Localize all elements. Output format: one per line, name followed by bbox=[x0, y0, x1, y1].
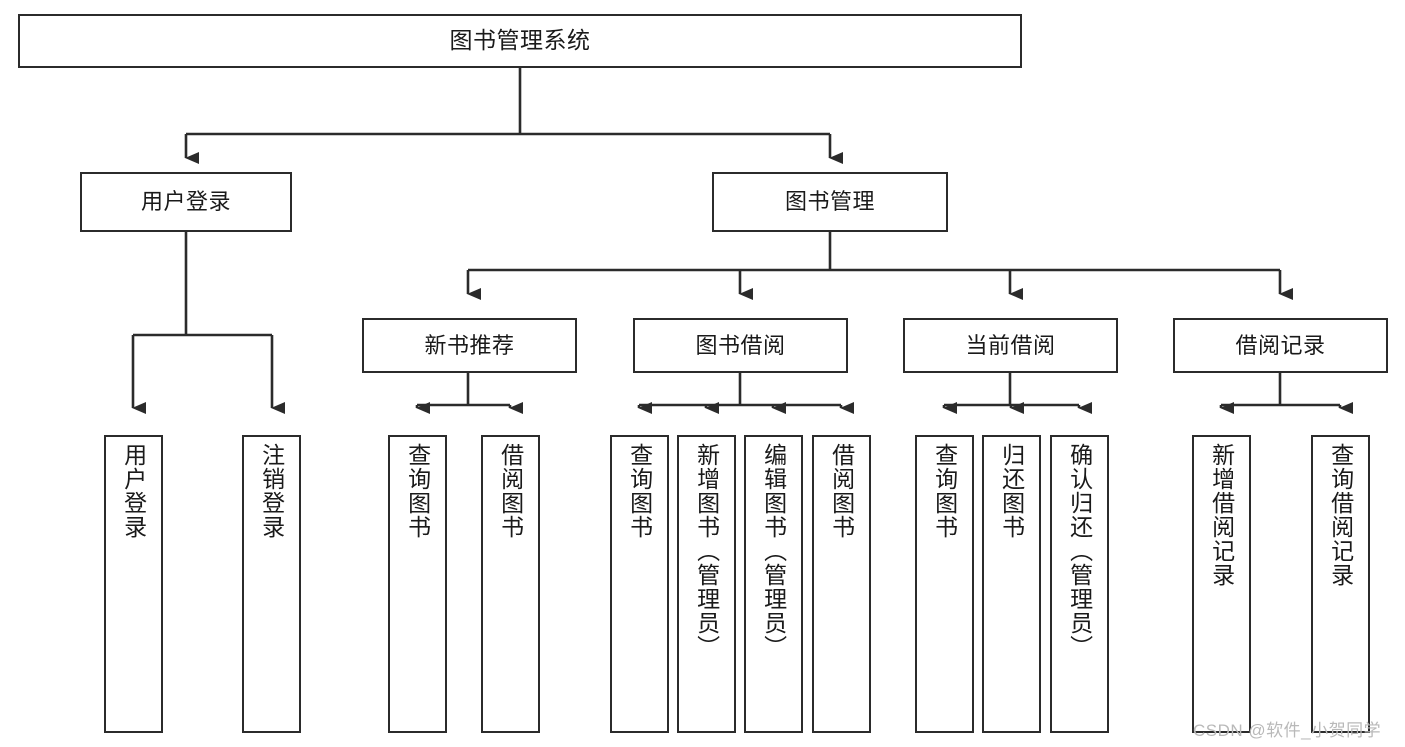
node-label: 当前借阅 bbox=[965, 332, 1056, 358]
node-leaf-confirm-return[interactable]: 确认归还（管理员） bbox=[1050, 435, 1109, 733]
node-label: 新书推荐 bbox=[424, 332, 515, 358]
node-label: 注销登录 bbox=[258, 443, 285, 539]
node-book-manage[interactable]: 图书管理 bbox=[712, 172, 948, 232]
node-label: 用户登录 bbox=[120, 443, 147, 539]
node-label: 编辑图书（管理员） bbox=[760, 443, 787, 659]
node-leaf-logout[interactable]: 注销登录 bbox=[242, 435, 301, 733]
node-label: 确认归还（管理员） bbox=[1066, 443, 1093, 659]
node-label: 借阅记录 bbox=[1235, 332, 1326, 358]
node-new-book-rec[interactable]: 新书推荐 bbox=[362, 318, 577, 373]
node-label: 查询图书 bbox=[931, 443, 958, 539]
node-current-borrow[interactable]: 当前借阅 bbox=[903, 318, 1118, 373]
node-label: 查询借阅记录 bbox=[1327, 443, 1354, 587]
node-borrow-record[interactable]: 借阅记录 bbox=[1173, 318, 1388, 373]
node-leaf-add-book[interactable]: 新增图书（管理员） bbox=[677, 435, 736, 733]
node-book-borrow[interactable]: 图书借阅 bbox=[633, 318, 848, 373]
node-leaf-borrow-book-1[interactable]: 借阅图书 bbox=[481, 435, 540, 733]
node-leaf-edit-book[interactable]: 编辑图书（管理员） bbox=[744, 435, 803, 733]
node-label: 图书管理系统 bbox=[449, 27, 591, 54]
node-user-login[interactable]: 用户登录 bbox=[80, 172, 292, 232]
csdn-watermark: CSDN @软件_小贺同学 bbox=[1193, 721, 1382, 740]
node-leaf-add-record[interactable]: 新增借阅记录 bbox=[1192, 435, 1251, 733]
node-leaf-user-login[interactable]: 用户登录 bbox=[104, 435, 163, 733]
node-label: 借阅图书 bbox=[497, 443, 524, 539]
node-leaf-query-record[interactable]: 查询借阅记录 bbox=[1311, 435, 1370, 733]
node-leaf-query-book-2[interactable]: 查询图书 bbox=[610, 435, 669, 733]
node-label: 借阅图书 bbox=[828, 443, 855, 539]
node-label: 归还图书 bbox=[998, 443, 1025, 539]
node-leaf-return-book[interactable]: 归还图书 bbox=[982, 435, 1041, 733]
node-label: 图书借阅 bbox=[695, 332, 786, 358]
node-label: 图书管理 bbox=[784, 189, 875, 215]
node-label: 新增图书（管理员） bbox=[693, 443, 720, 659]
node-leaf-borrow-book-2[interactable]: 借阅图书 bbox=[812, 435, 871, 733]
node-leaf-query-book-1[interactable]: 查询图书 bbox=[388, 435, 447, 733]
node-label: 用户登录 bbox=[140, 189, 231, 215]
node-leaf-query-book-3[interactable]: 查询图书 bbox=[915, 435, 974, 733]
node-root-system[interactable]: 图书管理系统 bbox=[18, 14, 1022, 68]
node-label: 新增借阅记录 bbox=[1208, 443, 1235, 587]
node-label: 查询图书 bbox=[404, 443, 431, 539]
node-label: 查询图书 bbox=[626, 443, 653, 539]
